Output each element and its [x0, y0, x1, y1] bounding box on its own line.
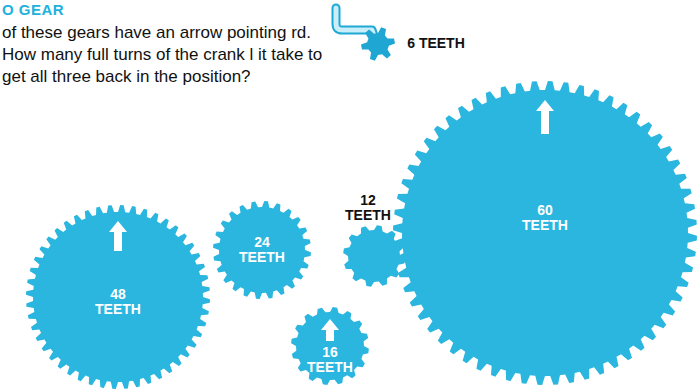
gear-teeth: [213, 201, 311, 299]
teeth-count: 60 TEETH: [522, 203, 568, 232]
gear-24: 24 TEETH: [213, 201, 311, 299]
gear-60: 60 TEETH: [393, 81, 697, 385]
gear-teeth: [291, 307, 369, 385]
teeth-count: 48 TEETH: [95, 287, 141, 316]
up-arrow: [109, 221, 127, 251]
gear-shape: [343, 225, 405, 287]
heading: O GEAR: [2, 1, 64, 18]
gear-shape: [361, 27, 395, 61]
up-arrow: [536, 100, 554, 134]
question-text: of these gears have an arrow pointing rd…: [2, 22, 342, 88]
gear-shape: [393, 81, 697, 385]
gear-teeth: [343, 225, 405, 287]
gear-12: 12 TEETH: [343, 225, 405, 287]
up-arrow: [321, 319, 339, 341]
gear-teeth: [393, 81, 697, 385]
teeth-count: 16 TEETH: [307, 345, 353, 374]
gear-teeth: [26, 205, 210, 389]
gear-16: 16 TEETH: [291, 307, 369, 385]
gear-teeth: [361, 27, 395, 60]
teeth-count: 6 TEETH: [407, 36, 465, 51]
teeth-count: 12 TEETH: [345, 193, 391, 222]
gear-6: 6 TEETH: [361, 27, 395, 61]
teeth-count: 24 TEETH: [239, 235, 285, 264]
gear-48: 48 TEETH: [26, 205, 210, 389]
